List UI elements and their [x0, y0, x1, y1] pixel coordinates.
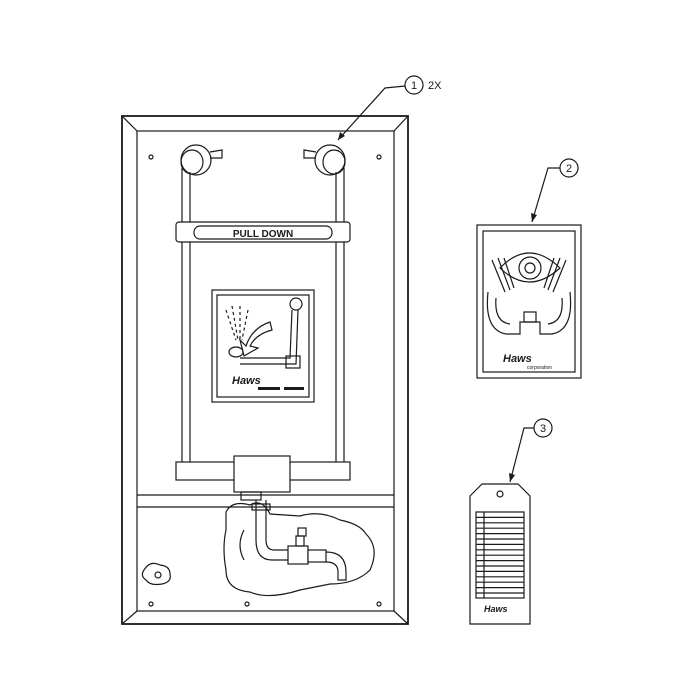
pull-down-bar: PULL DOWN	[175, 221, 351, 243]
mounting-hole	[244, 601, 250, 607]
eyewash-sign: Haws corporation	[476, 224, 582, 379]
spray-head-right	[303, 144, 346, 176]
cabinet-inner-frame	[136, 130, 395, 612]
sign-brand-tagline: corporation	[527, 365, 552, 371]
plumbing-cutaway	[223, 500, 375, 597]
brand-logo: Haws	[232, 375, 261, 387]
tag-brand-logo: Haws	[484, 604, 508, 614]
pull-arrow-icon	[238, 321, 273, 357]
callout-1-qty: 2X	[428, 80, 442, 92]
inspection-tag: Haws	[469, 483, 531, 625]
cabinet-frame	[121, 115, 409, 625]
callout-1: 1 2X	[337, 75, 442, 141]
callout-3: 3	[509, 418, 553, 483]
instruction-card: Haws	[211, 289, 315, 403]
eye-icon	[499, 252, 561, 283]
eyewash-cabinet: PULL DOWN Haws	[121, 115, 409, 625]
callout-1-number: 1	[411, 80, 417, 92]
mounting-hole	[148, 154, 154, 160]
valve-housing	[233, 455, 291, 493]
drain-cutout	[141, 562, 171, 586]
mounting-hole	[148, 601, 154, 607]
mounting-hole	[376, 154, 382, 160]
sign-brand-logo: Haws	[503, 353, 532, 365]
callout-2-number: 2	[566, 163, 572, 175]
spray-head-left	[180, 144, 223, 176]
pull-down-label: PULL DOWN	[233, 229, 293, 240]
mounting-hole	[376, 601, 382, 607]
callout-2: 2	[531, 158, 579, 223]
callout-3-number: 3	[540, 423, 546, 435]
